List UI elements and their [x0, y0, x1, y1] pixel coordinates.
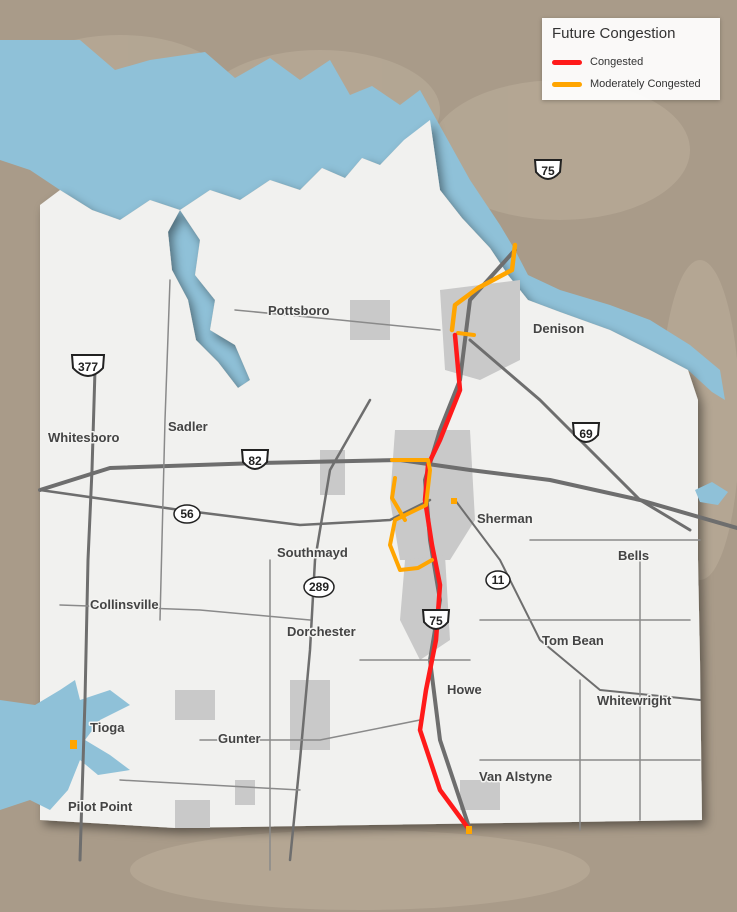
town-whitewright: Whitewright — [597, 693, 672, 708]
legend-label-moderate: Moderately Congested — [590, 78, 701, 90]
town-whitesboro: Whitesboro — [48, 430, 120, 445]
town-denison: Denison — [533, 321, 584, 336]
town-tom-bean: Tom Bean — [542, 633, 604, 648]
moderate-marker-east — [451, 498, 457, 504]
grayson-county — [40, 120, 702, 828]
town-dorchester: Dorchester — [287, 624, 356, 639]
town-labels: Pottsboro Denison Sadler Whitesboro Sher… — [47, 302, 674, 816]
moderate-spur-sherman — [390, 476, 407, 522]
legend-title: Future Congestion — [552, 25, 676, 42]
town-pottsboro: Pottsboro — [268, 303, 329, 318]
us-75-shield-south: 75 — [421, 609, 451, 630]
town-collinsville: Collinsville — [90, 597, 159, 612]
moderate-marker-south — [466, 826, 472, 834]
local-roads — [59, 279, 701, 871]
lake-ray-roberts — [0, 680, 130, 810]
us-377-shield: 377 — [70, 354, 106, 377]
sh-289-road — [288, 398, 372, 862]
town-southmayd: Southmayd — [277, 545, 348, 560]
congestion-overlay — [70, 242, 518, 834]
map-legend: Future Congestion Congested Moderately C… — [542, 18, 720, 100]
town-howe: Howe — [447, 682, 482, 697]
legend-item-congested: Congested — [552, 56, 643, 70]
town-gunter: Gunter — [218, 731, 261, 746]
lake-texoma — [0, 40, 430, 220]
sh-11-road — [454, 499, 701, 701]
us-69-shield: 69 — [571, 422, 601, 443]
svg-text:289: 289 — [309, 580, 329, 594]
legend-swatch-moderate — [552, 81, 582, 87]
lake-texoma-east — [395, 90, 725, 400]
road-network — [38, 248, 737, 871]
svg-text:69: 69 — [579, 427, 593, 441]
moderate-segment-north — [449, 242, 518, 333]
svg-text:377: 377 — [78, 360, 98, 374]
svg-text:56: 56 — [180, 507, 194, 521]
congested-segment — [417, 332, 471, 831]
town-sadler: Sadler — [168, 419, 208, 434]
us-82-shield: 82 — [240, 449, 270, 470]
town-sherman: Sherman — [477, 511, 533, 526]
moderate-spur-north — [456, 331, 476, 337]
sh-11-shield: 11 — [485, 570, 511, 590]
us-75-shield-north: 75 — [533, 159, 563, 180]
us-377-road — [78, 368, 97, 862]
town-tioga: Tioga — [90, 720, 125, 735]
lake-east — [695, 482, 728, 505]
svg-text:75: 75 — [541, 164, 555, 178]
svg-text:11: 11 — [492, 573, 505, 587]
legend-label-congested: Congested — [590, 56, 644, 68]
us-82-road — [38, 458, 737, 530]
legend-item-moderate: Moderately Congested — [552, 78, 701, 92]
svg-text:75: 75 — [429, 614, 443, 628]
svg-text:82: 82 — [248, 454, 262, 468]
highway-shields: 75 377 82 69 75 56 289 11 — [70, 159, 601, 630]
moderate-loop-sherman — [388, 458, 434, 572]
town-pilot-point: Pilot Point — [68, 799, 133, 814]
legend-swatch-congested — [552, 59, 582, 65]
town-bells: Bells — [618, 548, 649, 563]
sh-56-shield: 56 — [173, 504, 201, 524]
us-69-road — [468, 338, 692, 532]
lake-arm-west — [168, 210, 250, 388]
sh-289-shield: 289 — [303, 576, 335, 598]
town-van-alstyne: Van Alstyne — [479, 769, 552, 784]
moderate-marker-tioga — [70, 740, 77, 749]
